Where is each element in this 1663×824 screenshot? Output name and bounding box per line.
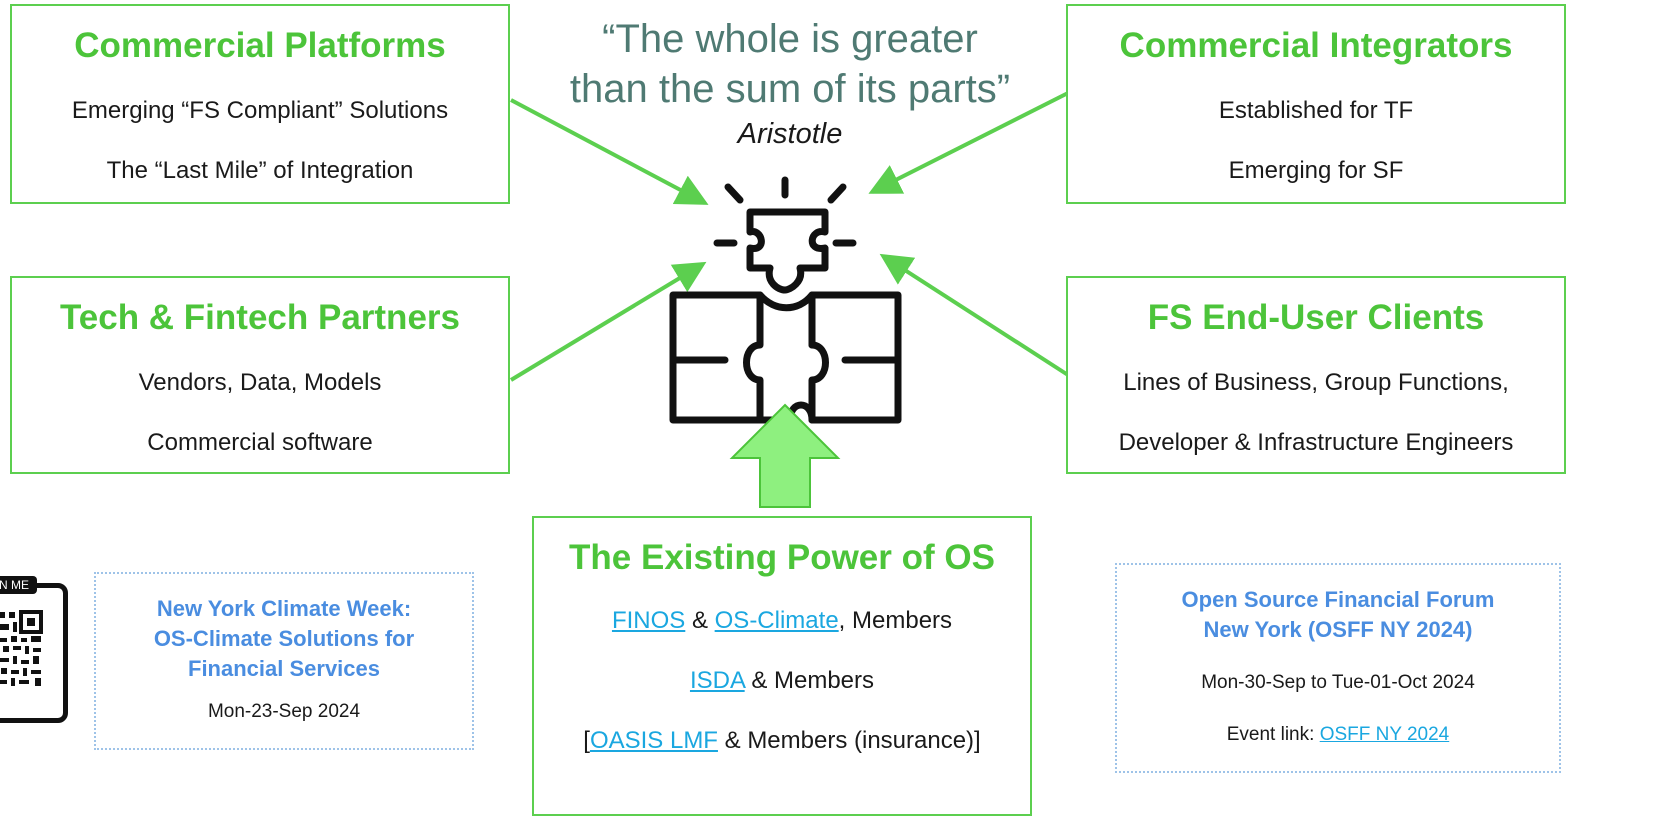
fs-clients-line1: Lines of Business, Group Functions,	[1123, 369, 1509, 396]
existing-power-line2: ISDA & Members	[534, 666, 1030, 696]
commercial-integrators-line1: Established for TF	[1218, 97, 1414, 124]
amp-text: &	[685, 607, 715, 634]
oasis-members-text: & Members (insurance)]	[717, 727, 981, 754]
bracket-open: [	[583, 727, 590, 754]
existing-power-box: The Existing Power of OS FINOS & OS-Clim…	[532, 516, 1032, 816]
quote-author: Aristotle	[737, 118, 843, 150]
nycw-title-line1: New York Climate Week:	[156, 596, 412, 621]
commercial-platforms-line1: Emerging “FS Compliant” Solutions	[71, 97, 449, 124]
isda-link[interactable]: ISDA	[689, 667, 745, 694]
nycw-event-box: New York Climate Week: OS-Climate Soluti…	[94, 572, 474, 750]
fs-clients-box: FS End-User Clients Lines of Business, G…	[1066, 276, 1566, 474]
existing-power-title: The Existing Power of OS	[569, 538, 995, 577]
osff-event-link[interactable]: OSFF NY 2024	[1319, 724, 1450, 745]
osff-link-prefix: Event link:	[1226, 724, 1320, 745]
commercial-integrators-line2: Emerging for SF	[1228, 157, 1404, 184]
isda-members-text: & Members	[744, 667, 875, 694]
os-climate-link[interactable]: OS-Climate	[714, 607, 839, 634]
qr-scan-label: N ME	[0, 576, 37, 594]
osff-date: Mon-30-Sep to Tue-01-Oct 2024	[1201, 672, 1475, 693]
tech-partners-line2: Commercial software	[147, 429, 373, 456]
nycw-title-line3: Financial Services	[188, 656, 380, 681]
existing-power-line1: FINOS & OS-Climate, Members	[534, 606, 1030, 636]
qr-code-icon	[0, 610, 43, 686]
commercial-platforms-title: Commercial Platforms	[74, 26, 446, 65]
osff-link-line: Event link: OSFF NY 2024	[1117, 723, 1559, 747]
existing-power-line3: [OASIS LMF & Members (insurance)]	[534, 726, 1030, 756]
commercial-platforms-box: Commercial Platforms Emerging “FS Compli…	[10, 4, 510, 204]
tech-partners-title: Tech & Fintech Partners	[59, 298, 460, 337]
qr-card[interactable]: N ME	[0, 576, 68, 723]
fs-clients-title: FS End-User Clients	[1147, 298, 1485, 337]
arrow-integrators	[868, 91, 1069, 194]
arrow-platforms	[510, 98, 709, 205]
arrow-tech	[509, 261, 707, 382]
arrow-clients	[879, 253, 1070, 377]
members-text: , Members	[838, 607, 953, 634]
fs-clients-line2: Developer & Infrastructure Engineers	[1118, 429, 1514, 456]
nycw-title-line2: OS-Climate Solutions for	[153, 626, 415, 651]
tech-partners-box: Tech & Fintech Partners Vendors, Data, M…	[10, 276, 510, 474]
osff-event-box: Open Source Financial Forum New York (OS…	[1115, 563, 1561, 773]
finos-link[interactable]: FINOS	[611, 607, 686, 634]
commercial-integrators-box: Commercial Integrators Established for T…	[1066, 4, 1566, 204]
commercial-platforms-line2: The “Last Mile” of Integration	[106, 157, 414, 184]
puzzle-icon	[669, 176, 902, 424]
nycw-date: Mon-23-Sep 2024	[207, 701, 361, 722]
big-up-arrow	[729, 403, 841, 508]
osff-title-line1: Open Source Financial Forum	[1181, 587, 1495, 612]
tech-partners-line1: Vendors, Data, Models	[138, 369, 382, 396]
quote-text: “The whole is greater than the sum of it…	[569, 17, 1011, 111]
oasis-lmf-link[interactable]: OASIS LMF	[589, 727, 718, 754]
commercial-integrators-title: Commercial Integrators	[1119, 26, 1513, 65]
osff-title-line2: New York (OSFF NY 2024)	[1203, 617, 1473, 642]
